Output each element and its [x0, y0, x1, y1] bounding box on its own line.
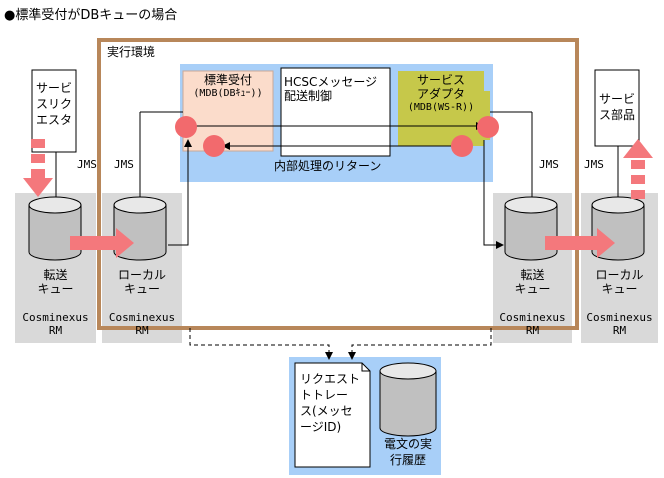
- dot-reception-out: [203, 135, 225, 157]
- dashed-link-right: [348, 328, 492, 360]
- inner-return-label: 内部処理のリターン: [274, 159, 382, 173]
- request-trace-document: [294, 362, 371, 468]
- dashed-link-left: [189, 328, 333, 360]
- service-adapter-label: サービスアダプタ (MDB(WS-R)): [407, 73, 475, 113]
- cylinder-message-history: [379, 362, 437, 437]
- execution-environment-frame: [97, 38, 579, 330]
- jms-label-right-component: JMS: [584, 158, 604, 171]
- hcsc-delivery-box: [280, 67, 391, 157]
- queue-label-right-transfer: 転送キュー: [514, 268, 551, 296]
- message-history-label: 電文の実行履歴: [383, 437, 432, 467]
- service-requester-label: サービスリクエスタ: [35, 81, 72, 127]
- red-arrow-right-left: [70, 228, 134, 258]
- jms-label-right-transfer: JMS: [539, 158, 559, 171]
- service-component-label: サービス部品: [598, 92, 635, 122]
- standard-reception-box: [182, 70, 274, 152]
- queue-label-left-local: ローカルキュー: [117, 268, 166, 296]
- hcsc-label: HCSCメッセージ配送制御: [284, 75, 378, 103]
- cylinder-left-transfer: [28, 196, 82, 261]
- environment-label: 実行環境: [107, 45, 156, 59]
- service-requester-box: [31, 69, 77, 153]
- cylinder-right-transfer: [504, 196, 558, 261]
- queue-label-right-local: ローカルキュー: [595, 268, 644, 296]
- flow-adapter-to-transfer: [483, 140, 504, 249]
- dot-adapter-out: [451, 135, 473, 157]
- queue-label-left-transfer: 転送キュー: [37, 268, 74, 296]
- red-arrow-down-dashed: [23, 139, 53, 197]
- service-component-box: [594, 69, 640, 147]
- request-trace-label: リクエストトトレー ス(メッセージID): [300, 372, 361, 434]
- diagram-title: ●標準受付がDBキューの場合: [4, 8, 178, 23]
- standard-reception-label: 標準受付 (MDB(DBｷｭｰ)): [193, 73, 263, 99]
- jms-label-left-requester: JMS: [77, 158, 97, 171]
- dot-adapter-in: [477, 116, 499, 138]
- service-adapter-box: [398, 71, 490, 146]
- dot-reception-in: [175, 116, 197, 138]
- jms-label-left-local: JMS: [114, 158, 134, 171]
- flow-local-to-reception: [168, 139, 192, 246]
- red-arrow-up-dashed: [623, 139, 653, 199]
- red-arrow-right-right: [545, 228, 615, 258]
